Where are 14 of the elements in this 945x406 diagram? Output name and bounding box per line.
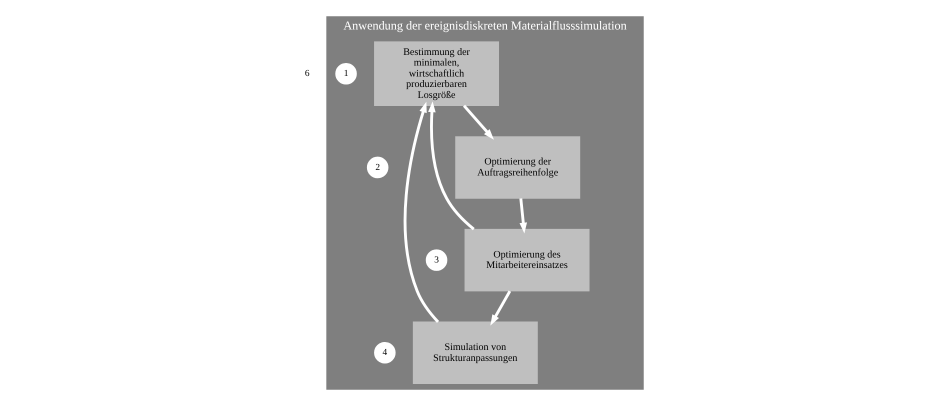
node-circle: 3 bbox=[425, 249, 447, 271]
node-circle: 4 bbox=[374, 342, 396, 364]
node-circle: 2 bbox=[366, 156, 388, 178]
node-box: Bestimmung der minimalen, wirtschaftlich produzierbaren Losgröße bbox=[374, 41, 499, 106]
node-box: Optimierung des Mitarbeitereinsatzes bbox=[464, 228, 590, 292]
node-circle: 1 bbox=[334, 62, 356, 84]
arrow bbox=[403, 102, 439, 323]
node-box: Simulation von Strukturanpassungen bbox=[412, 322, 538, 384]
arrow bbox=[428, 101, 474, 230]
arrow bbox=[462, 104, 494, 140]
arrow bbox=[518, 198, 527, 234]
node-text: 6 bbox=[304, 69, 310, 80]
node-box: Optimierung der Auftragsreihenfolge bbox=[454, 136, 580, 199]
arrow bbox=[490, 290, 511, 326]
